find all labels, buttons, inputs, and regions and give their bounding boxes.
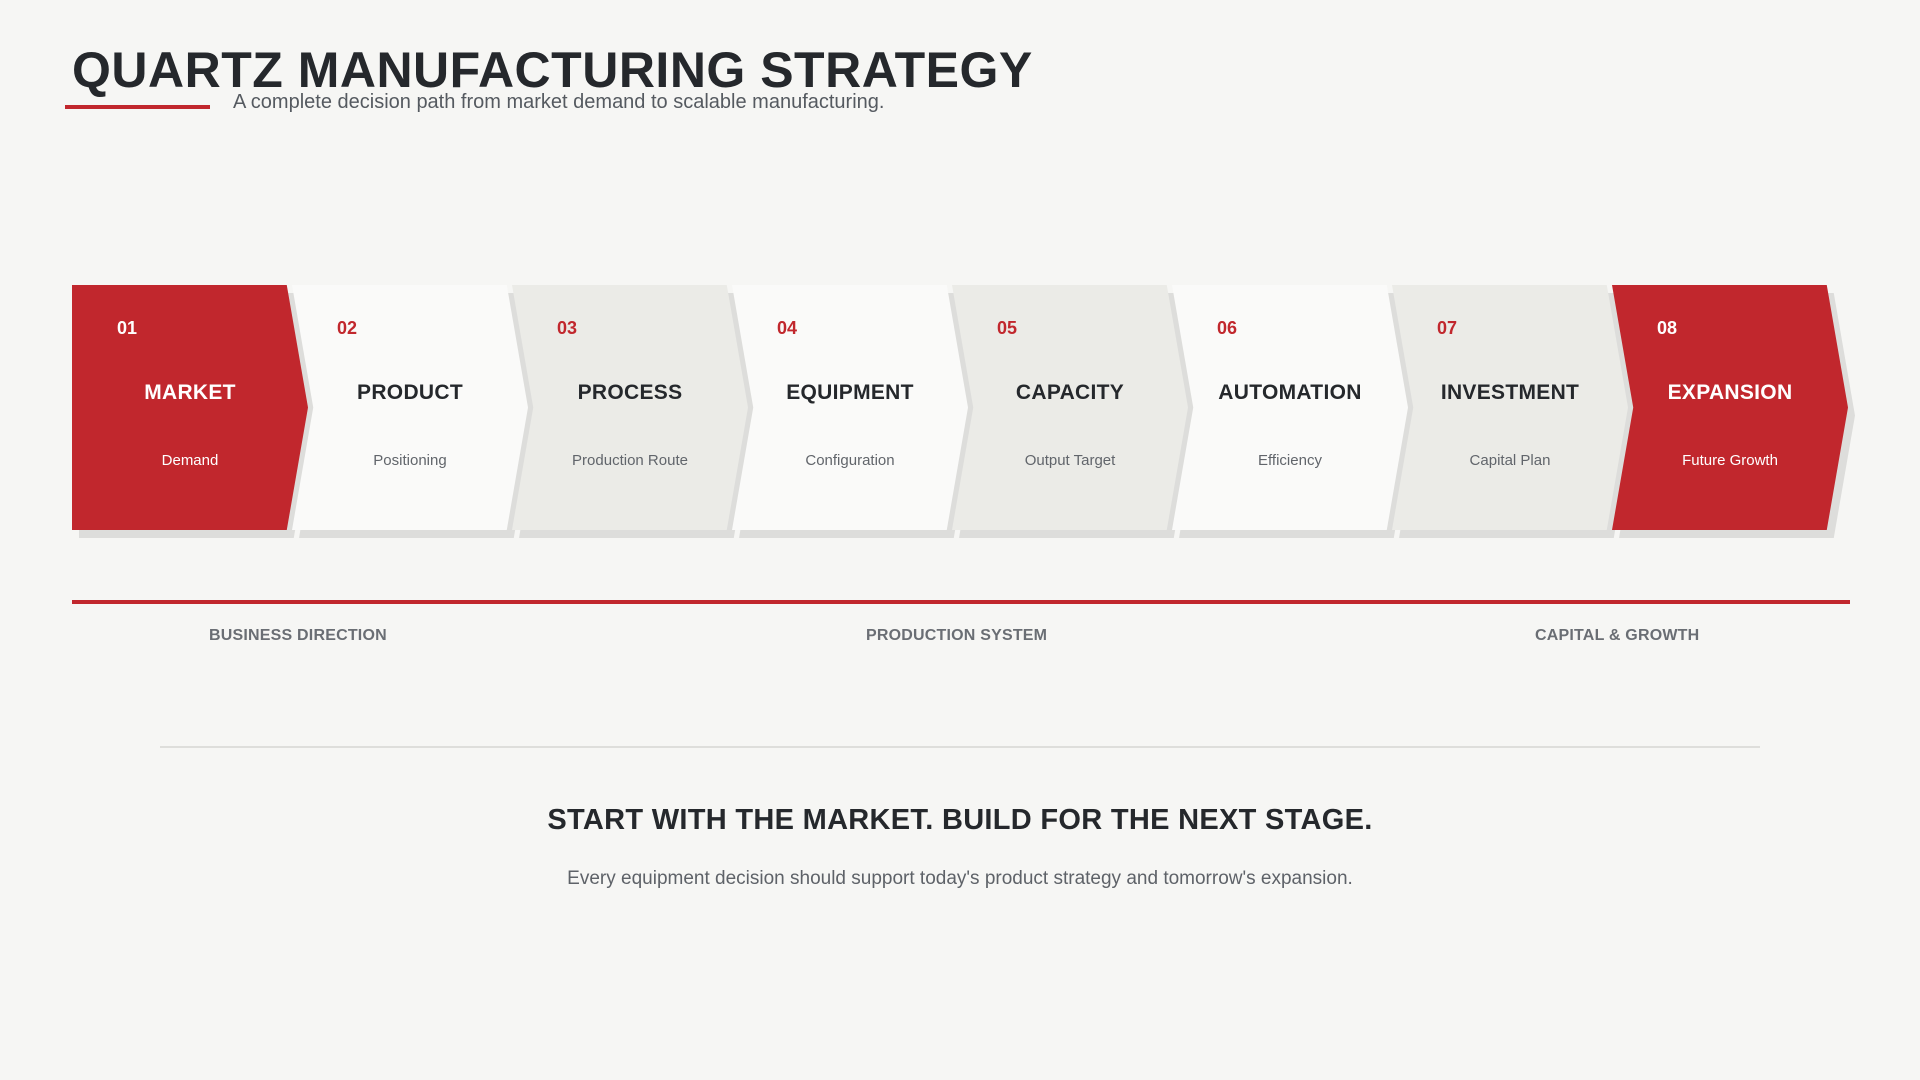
step-description: Capital Plan (1469, 452, 1551, 469)
step-description: Configuration (805, 452, 895, 469)
closing-tagline: Every equipment decision should support … (567, 868, 1353, 889)
step-name: EQUIPMENT (786, 381, 914, 404)
step-name: CAPACITY (1015, 381, 1125, 404)
step-process: 03 PROCESS Production Route (512, 285, 755, 538)
step-number: 04 (777, 318, 798, 338)
step-number: 06 (1217, 318, 1238, 338)
step-description: Output Target (1024, 452, 1116, 469)
step-expansion: 08 EXPANSION Future Growth (1612, 285, 1855, 538)
step-market: 01 MARKET Demand (72, 285, 315, 538)
step-description: Demand (161, 452, 219, 469)
step-chevron (1612, 285, 1848, 530)
phase-timeline-line (72, 600, 1850, 604)
step-name: EXPANSION (1667, 381, 1793, 404)
section-divider (160, 746, 1760, 748)
step-automation: 06 AUTOMATION Efficiency (1172, 285, 1415, 538)
step-number: 03 (557, 318, 578, 338)
step-name: PROCESS (577, 381, 683, 404)
step-capacity: 05 CAPACITY Output Target (952, 285, 1195, 538)
step-product: 02 PRODUCT Positioning (292, 285, 535, 538)
step-name: PRODUCT (357, 381, 463, 404)
step-description: Production Route (572, 452, 688, 469)
step-chevron (952, 285, 1188, 530)
step-description: Future Growth (1682, 452, 1778, 469)
step-investment: 07 INVESTMENT Capital Plan (1392, 285, 1635, 538)
step-chevron (72, 285, 308, 530)
closing-headline: START WITH THE MARKET. BUILD FOR THE NEX… (547, 804, 1373, 836)
step-chevron (1172, 285, 1408, 530)
step-description: Efficiency (1258, 452, 1322, 469)
phase-label-business-direction: BUSINESS DIRECTION (209, 627, 387, 644)
step-name: INVESTMENT (1440, 381, 1580, 404)
step-number: 05 (997, 318, 1018, 338)
step-chevron (512, 285, 748, 530)
step-number: 02 (337, 318, 358, 338)
page-title: QUARTZ MANUFACTURING STRATEGY (72, 42, 1033, 98)
step-number: 07 (1437, 318, 1458, 338)
step-chevron (732, 285, 968, 530)
phase-label-production-system: PRODUCTION SYSTEM (866, 627, 1048, 644)
step-number: 08 (1657, 318, 1678, 338)
step-chevron (1392, 285, 1628, 530)
page-subtitle: A complete decision path from market dem… (233, 91, 885, 113)
process-flow: 01 MARKET Demand 02 PRODUCT Positioning … (72, 285, 1862, 545)
step-equipment: 04 EQUIPMENT Configuration (732, 285, 975, 538)
step-chevron (292, 285, 528, 530)
step-description: Positioning (373, 452, 447, 469)
phase-label-capital-growth: CAPITAL & GROWTH (1535, 627, 1700, 644)
step-number: 01 (117, 318, 138, 338)
step-name: MARKET (144, 381, 236, 404)
title-underline (65, 105, 210, 109)
step-name: AUTOMATION (1218, 381, 1362, 404)
